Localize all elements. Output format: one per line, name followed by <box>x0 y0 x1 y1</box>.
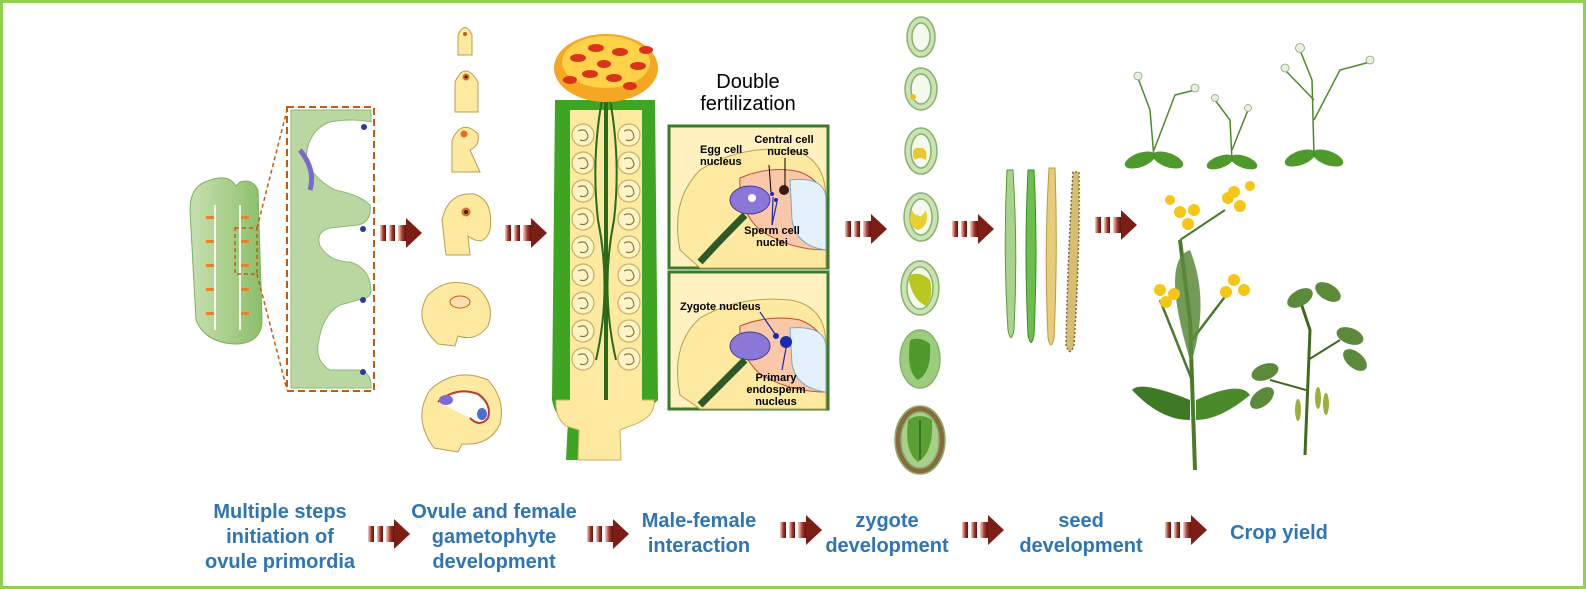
stage-label-primordia: Multiple steps initiation of ovule primo… <box>205 501 356 573</box>
stage-label-crop-yield: Crop yield <box>1230 522 1328 544</box>
egg-cell-label-line-2: nucleus <box>700 156 742 168</box>
stage-label-gametophyte-line-1: Ovule and female <box>411 501 577 523</box>
central-cell-label-line-2: nucleus <box>767 146 809 158</box>
stage-label-primordia-line-1: Multiple steps <box>213 501 346 523</box>
stage-label-interaction: Male-female interaction <box>642 510 757 557</box>
central-cell-label-line-1: Central cell <box>754 134 813 146</box>
arrow-icon <box>587 519 629 549</box>
fertilization-panel-top: Egg cell nucleus Central cell nucleus Sp… <box>667 124 830 270</box>
double-fertilization-title: Double fertilization <box>700 71 796 115</box>
endosperm-label-line-3: nucleus <box>755 396 797 408</box>
stage-label-zygote-line-2: development <box>825 535 949 557</box>
stage-label-seed-line-1: seed <box>1058 510 1104 532</box>
arrow-icon <box>962 515 1004 545</box>
sperm-cell-label-line-1: Sperm cell <box>744 225 800 237</box>
fertilization-panel-bottom: Zygote nucleus Primary endosperm nucleus <box>667 270 830 411</box>
stage-label-interaction-line-1: Male-female <box>642 510 757 532</box>
arrow-icon <box>780 515 822 545</box>
arrow-icon <box>368 519 410 549</box>
stage-label-gametophyte-line-2: gametophyte <box>432 526 556 548</box>
arrow-icon <box>952 214 994 244</box>
double-fertilization-title-line-1: Double <box>716 71 779 93</box>
arrow-icon <box>505 218 547 248</box>
stage-label-gametophyte-line-3: development <box>432 551 556 573</box>
double-fertilization-title-line-2: fertilization <box>700 93 796 115</box>
stage-label-seed: seed development <box>1019 510 1143 557</box>
stage-label-crop-yield-line-1: Crop yield <box>1230 522 1328 544</box>
soybean-plant <box>1250 282 1367 456</box>
arrow-icon <box>1165 515 1207 545</box>
zygote-nucleus-label: Zygote nucleus <box>680 301 761 313</box>
egg-cell-label-line-1: Egg cell <box>700 144 742 156</box>
stigma-with-pollen <box>554 34 658 102</box>
stage-label-gametophyte: Ovule and female gametophyte development <box>411 501 577 573</box>
endosperm-label-line-1: Primary <box>756 372 798 384</box>
sperm-cell-label-line-2: nuclei <box>756 237 788 249</box>
arrow-icon <box>380 218 422 248</box>
arrow-icon <box>845 214 887 244</box>
stage-label-zygote-line-1: zygote <box>855 510 918 532</box>
primordia-zoom-box <box>286 106 375 392</box>
stage-label-primordia-line-2: initiation of <box>226 526 334 548</box>
ovule-development-series <box>421 27 502 453</box>
stage-label-primordia-line-3: ovule primordia <box>205 551 356 573</box>
arrow-icon <box>1095 210 1137 240</box>
embryo-development-series <box>894 16 946 475</box>
stage-label-zygote: zygote development <box>825 510 949 557</box>
pistil-with-ovules <box>552 34 658 461</box>
endosperm-label-line-2: endosperm <box>746 384 806 396</box>
pistil-primordia-illustration <box>189 109 288 391</box>
silique-series <box>1004 167 1080 353</box>
rapeseed-plant <box>1132 181 1255 471</box>
stage-label-interaction-line-2: interaction <box>648 535 750 557</box>
stage-label-seed-line-2: development <box>1019 535 1143 557</box>
arabidopsis-plants <box>1124 43 1375 170</box>
